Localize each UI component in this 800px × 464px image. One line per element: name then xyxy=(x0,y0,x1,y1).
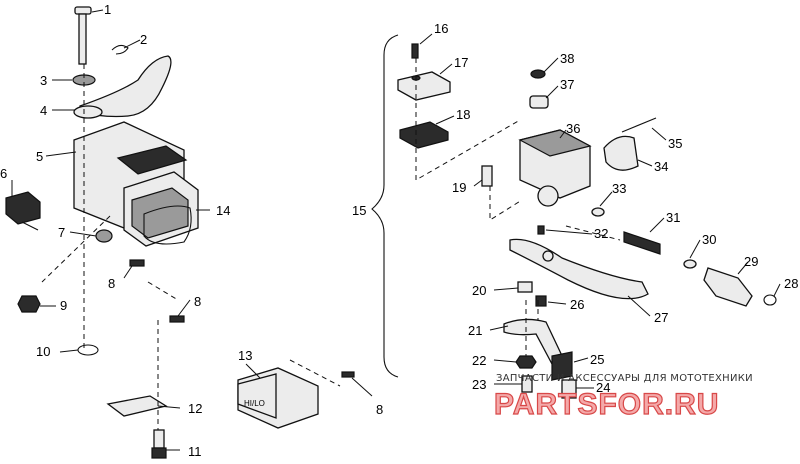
washer-33 xyxy=(591,207,605,217)
nut-9 xyxy=(17,295,41,313)
callout-27: 27 xyxy=(654,310,668,325)
callout-8-lower: 8 xyxy=(194,294,201,309)
callout-33: 33 xyxy=(612,181,626,196)
callout-3: 3 xyxy=(40,73,47,88)
plate-4 xyxy=(73,105,103,119)
callout-13: 13 xyxy=(238,348,252,363)
bolt-11 xyxy=(151,429,167,459)
callout-6: 6 xyxy=(0,166,7,181)
callout-22: 22 xyxy=(472,353,486,368)
callout-14: 14 xyxy=(216,203,230,218)
dashline-switch xyxy=(289,359,341,387)
callout-19: 19 xyxy=(452,180,466,195)
callout-7: 7 xyxy=(58,225,65,240)
connector-6 xyxy=(5,191,41,231)
clip-2 xyxy=(111,44,129,55)
cover-17 xyxy=(397,71,451,101)
bolt-35 xyxy=(621,117,657,133)
bracket-24 xyxy=(561,379,577,399)
master-cylinder-36 xyxy=(518,129,592,207)
boot-14 xyxy=(143,205,192,245)
switch-25 xyxy=(551,351,573,381)
piston-29 xyxy=(703,267,753,307)
callout-32: 32 xyxy=(594,226,608,241)
diaphragm-18 xyxy=(399,121,449,149)
throttle-lever xyxy=(79,55,172,118)
pin-32 xyxy=(537,225,545,235)
nut-22 xyxy=(515,355,537,369)
callout-5: 5 xyxy=(36,149,43,164)
boot-37 xyxy=(529,95,549,109)
callout-30: 30 xyxy=(702,232,716,247)
callout-16: 16 xyxy=(434,21,448,36)
callout-18: 18 xyxy=(456,107,470,122)
clamp-34 xyxy=(603,135,639,171)
callout-1: 1 xyxy=(104,2,111,17)
callout-38: 38 xyxy=(560,51,574,66)
screw-8c xyxy=(341,371,355,378)
switch-13: HI/LO xyxy=(237,367,319,429)
washer-10 xyxy=(77,344,99,356)
callout-25: 25 xyxy=(590,352,604,367)
nut-26 xyxy=(535,295,547,307)
screw-8a xyxy=(129,259,145,267)
callout-4: 4 xyxy=(40,103,47,118)
bushing-20 xyxy=(517,281,533,293)
watermark-caption: ЗАПЧАСТИ И АКСЕССУАРЫ ДЛЯ МОТОТЕХНИКИ xyxy=(496,373,753,384)
bolt-1 xyxy=(74,6,92,65)
callout-2: 2 xyxy=(140,32,147,47)
cap-38 xyxy=(530,69,546,79)
callout-24: 24 xyxy=(596,380,610,395)
screw-16 xyxy=(411,43,419,59)
grommet-7 xyxy=(95,229,113,243)
callout-11: 11 xyxy=(188,444,202,459)
callout-12: 12 xyxy=(188,401,202,416)
callout-17: 17 xyxy=(454,55,468,70)
dashline-nut xyxy=(41,215,111,283)
callout-34: 34 xyxy=(654,159,668,174)
callout-10: 10 xyxy=(36,344,50,359)
callout-26: 26 xyxy=(570,297,584,312)
switch-label: HI/LO xyxy=(244,399,265,408)
callout-29: 29 xyxy=(744,254,758,269)
watermark-logo: PARTSFOR.RU xyxy=(494,388,719,421)
callout-8-switch: 8 xyxy=(376,402,383,417)
callout-15: 15 xyxy=(352,203,366,218)
oring-28 xyxy=(763,294,777,306)
screw-8b xyxy=(169,315,185,323)
cover-12 xyxy=(106,395,168,417)
callout-23: 23 xyxy=(472,377,486,392)
callout-31: 31 xyxy=(666,210,680,225)
bolt-19 xyxy=(481,165,493,187)
callout-21: 21 xyxy=(468,323,482,338)
callout-20: 20 xyxy=(472,283,486,298)
bracket-15 xyxy=(371,34,399,378)
callout-8-upper: 8 xyxy=(108,276,115,291)
callout-28: 28 xyxy=(784,276,798,291)
throttle-housing-5 xyxy=(73,121,199,247)
callout-9: 9 xyxy=(60,298,67,313)
dashline-screw xyxy=(147,281,179,301)
callout-37: 37 xyxy=(560,77,574,92)
spring-31 xyxy=(623,231,661,255)
callout-36: 36 xyxy=(566,121,580,136)
washer-30 xyxy=(683,259,697,269)
callout-35: 35 xyxy=(668,136,682,151)
